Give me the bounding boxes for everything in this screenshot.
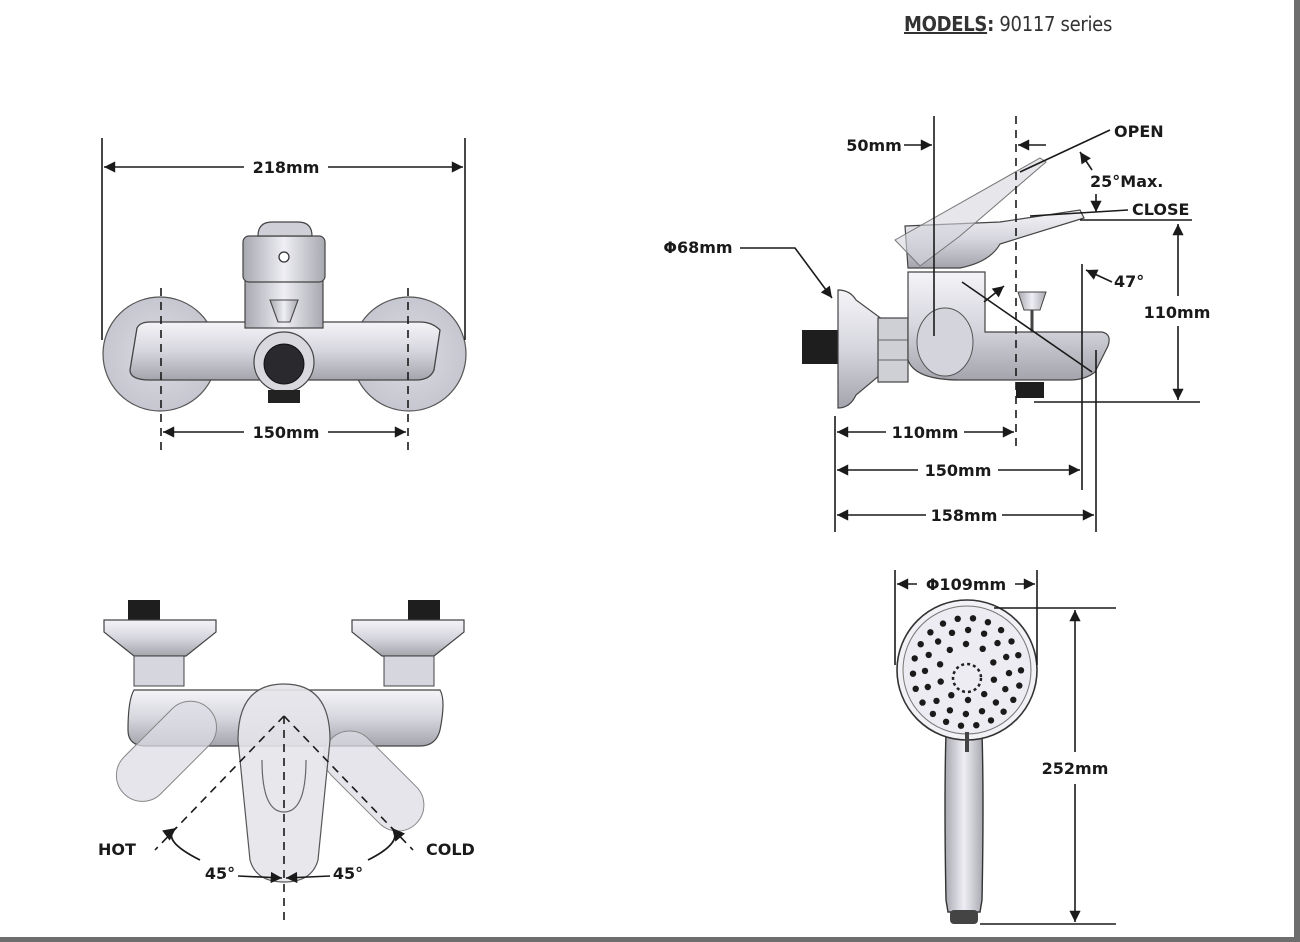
nozzle: [979, 645, 986, 652]
models-colon: :: [987, 12, 994, 36]
nozzle: [990, 659, 997, 666]
nozzle: [924, 683, 931, 691]
side-bulge: [916, 307, 974, 377]
inlet-thread: [802, 330, 840, 364]
nozzle: [973, 722, 980, 729]
nozzle: [917, 641, 924, 648]
dim-flange-diameter: Φ68mm: [663, 238, 732, 257]
nozzle: [990, 676, 998, 683]
nozzle: [1017, 667, 1025, 674]
nozzle: [964, 626, 972, 634]
diverter-knob: [269, 299, 299, 323]
nozzle: [934, 638, 942, 645]
dim-cold-angle: 45°: [333, 864, 363, 883]
lever-ghosts: [115, 700, 425, 832]
dim-depth-110: 110mm: [892, 423, 959, 442]
flange-right: [351, 619, 465, 657]
nozzle: [919, 699, 926, 706]
nozzle: [981, 690, 988, 698]
side-view: 50mm OPEN 25°Max. CLOSE Φ68mm 47° 110m: [663, 116, 1210, 532]
nozzle: [942, 718, 950, 725]
nozzle: [1015, 652, 1022, 659]
nozzle: [969, 615, 977, 622]
lever-top: [237, 683, 331, 883]
nozzle: [994, 639, 1001, 647]
shower-outlet: [268, 390, 300, 403]
nozzle: [1000, 708, 1007, 715]
nozzle: [936, 661, 944, 668]
nozzle: [927, 629, 934, 636]
models-label: MODELS: [904, 12, 988, 36]
nozzle: [921, 667, 929, 675]
dim-handle-offset: 50mm: [846, 136, 902, 155]
nozzle: [911, 655, 918, 662]
top-view: HOT COLD 45° 45°: [98, 600, 475, 920]
nozzle: [948, 629, 956, 636]
nozzle: [929, 710, 937, 718]
nozzle: [1005, 669, 1013, 677]
shower-handle: [944, 731, 984, 913]
nozzle: [1002, 685, 1009, 693]
nozzle: [987, 717, 995, 724]
nozzle: [933, 697, 940, 705]
front-view: 218mm 150mm: [101, 138, 467, 452]
dim-depth-150: 150mm: [925, 461, 992, 480]
diverter-knob-side: [1017, 291, 1047, 311]
nozzle: [937, 678, 944, 685]
dim-height: 110mm: [1144, 303, 1211, 322]
dim-spout-angle: 47°: [1114, 272, 1144, 291]
dim-head-diameter: Φ109mm: [926, 575, 1006, 594]
nozzle: [978, 708, 986, 715]
flange-left: [103, 619, 217, 657]
handle-top: [257, 221, 313, 237]
nozzle: [948, 692, 955, 699]
handle-open-ghost: [894, 157, 1047, 267]
sheet-border-right: [1294, 0, 1300, 942]
nozzle: [1008, 638, 1015, 645]
models-value: 90117 series: [993, 12, 1113, 36]
nozzle: [946, 707, 954, 714]
dim-shower-length: 252mm: [1042, 759, 1109, 778]
nozzle: [912, 685, 919, 692]
nozzle: [1003, 653, 1010, 661]
hand-shower-view: Φ109mm 252mm: [894, 570, 1116, 925]
aerator: [263, 343, 305, 385]
dim-depth-158: 158mm: [931, 506, 998, 525]
dim-hot-angle: 45°: [205, 864, 235, 883]
label-hot: HOT: [98, 840, 136, 859]
nozzle: [946, 646, 953, 654]
shower-nozzles: [909, 615, 1025, 729]
nozzle: [909, 670, 917, 677]
nozzle: [984, 619, 992, 626]
indicator-hole: [278, 251, 290, 263]
label-close: CLOSE: [1132, 200, 1189, 219]
dim-angle-max: 25°Max.: [1090, 172, 1163, 191]
nozzle: [962, 640, 970, 648]
nozzle: [1016, 682, 1023, 689]
nozzle: [980, 630, 988, 637]
models-header: MODELS: 90117 series: [904, 12, 1112, 36]
label-open: OPEN: [1114, 122, 1164, 141]
nozzle: [957, 722, 965, 729]
shower-outlet-side: [1016, 382, 1044, 398]
sheet-border-bottom: [0, 937, 1300, 942]
hex-nut: [877, 317, 909, 383]
nozzle: [954, 615, 961, 622]
nozzle: [925, 651, 932, 659]
label-cold: COLD: [426, 840, 475, 859]
nozzle: [962, 710, 970, 718]
dim-centers: 150mm: [253, 423, 320, 442]
nozzle: [992, 699, 1000, 706]
nozzle: [1010, 696, 1017, 703]
dim-overall-width: 218mm: [253, 158, 320, 177]
nozzle: [964, 696, 972, 704]
nozzle: [997, 626, 1005, 634]
nozzle: [939, 620, 947, 627]
